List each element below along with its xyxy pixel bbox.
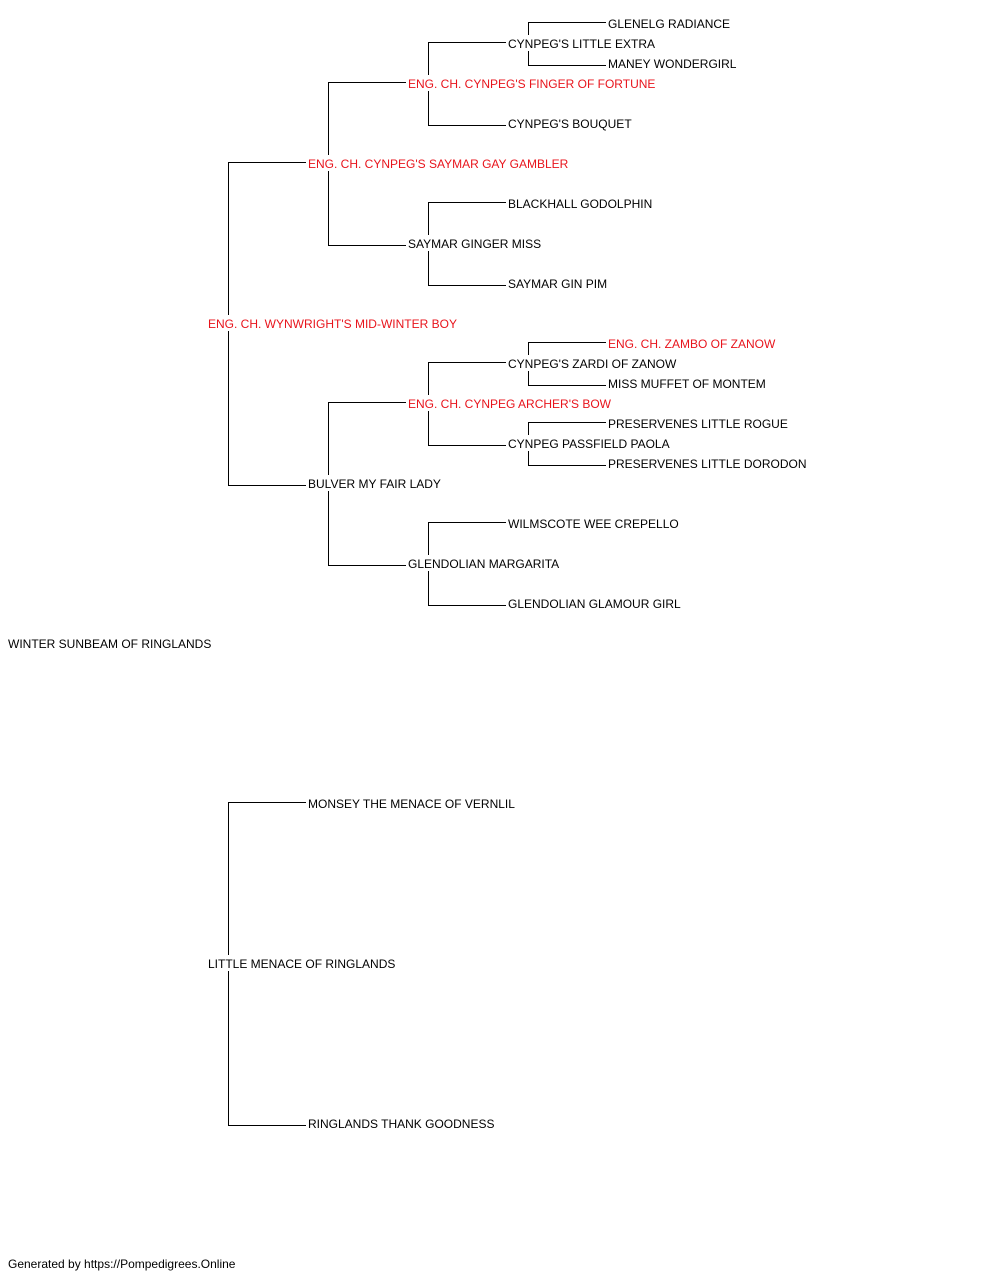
sire-sire-dam-name: SAYMAR GINGER MISS [408,237,542,251]
connector-line-dam [428,411,506,446]
sire-sire-sire-dam-name: CYNPEG'S BOUQUET [508,117,632,131]
sire-sire-dam-dam-name: SAYMAR GIN PIM [508,277,608,291]
connector-line-dam [528,451,606,466]
sire-dam-dam-name: GLENDOLIAN MARGARITA [408,557,560,571]
connector-line-sire [428,202,506,235]
connector-line-dam [228,331,306,486]
connector-line-sire [328,402,406,475]
connector-line-sire [228,802,306,955]
subject-name: WINTER SUNBEAM OF RINGLANDS [8,637,212,651]
sire-dam-dam-dam-name: GLENDOLIAN GLAMOUR GIRL [508,597,681,611]
connector-line-dam [528,51,606,66]
sire-dam-name: BULVER MY FAIR LADY [308,477,441,491]
sire-dam-sire-dam-name: CYNPEG PASSFIELD PAOLA [508,437,670,451]
dam-sire-name: MONSEY THE MENACE OF VERNLIL [308,797,515,811]
connector-line-sire [528,22,606,35]
connector-line-sire [428,42,506,75]
sire-dam-sire-name: ENG. CH. CYNPEG ARCHER'S BOW [408,397,611,411]
generated-by-footer: Generated by https://Pompedigrees.Online [8,1257,236,1271]
connector-line-dam [328,491,406,566]
dam-name: LITTLE MENACE OF RINGLANDS [208,957,396,971]
connector-line-sire [428,362,506,395]
connector-line-sire [428,522,506,555]
sire-sire-dam-sire-name: BLACKHALL GODOLPHIN [508,197,653,211]
connector-line-sire [528,422,606,435]
sire-sire-sire-sire-sire-name: GLENELG RADIANCE [608,17,731,31]
connector-line-dam [528,371,606,386]
dam-dam-name: RINGLANDS THANK GOODNESS [308,1117,495,1131]
connector-line-dam [328,171,406,246]
connector-line-dam [428,251,506,286]
sire-dam-sire-sire-sire-name: ENG. CH. ZAMBO OF ZANOW [608,337,776,351]
sire-sire-sire-name: ENG. CH. CYNPEG'S FINGER OF FORTUNE [408,77,656,91]
sire-dam-sire-dam-sire-name: PRESERVENES LITTLE ROGUE [608,417,788,431]
sire-sire-sire-sire-dam-name: MANEY WONDERGIRL [608,57,737,71]
sire-sire-name: ENG. CH. CYNPEG'S SAYMAR GAY GAMBLER [308,157,569,171]
sire-dam-dam-sire-name: WILMSCOTE WEE CREPELLO [508,517,679,531]
sire-dam-sire-sire-dam-name: MISS MUFFET OF MONTEM [608,377,766,391]
sire-name: ENG. CH. WYNWRIGHT'S MID-WINTER BOY [208,317,457,331]
connector-line-sire [228,162,306,315]
connector-line-sire [328,82,406,155]
connector-line-dam [228,971,306,1126]
connector-line-dam [428,91,506,126]
sire-dam-sire-dam-dam-name: PRESERVENES LITTLE DORODON [608,457,807,471]
sire-sire-sire-sire-name: CYNPEG'S LITTLE EXTRA [508,37,655,51]
connector-line-sire [528,342,606,355]
connector-line-dam [428,571,506,606]
sire-dam-sire-sire-name: CYNPEG'S ZARDI OF ZANOW [508,357,677,371]
